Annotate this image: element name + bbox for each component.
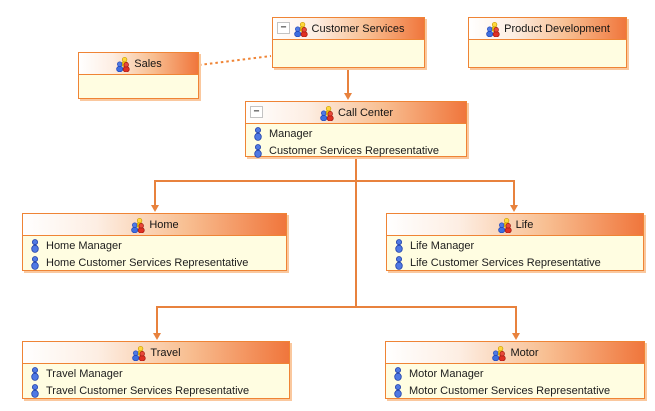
node-title: Call Center [337,106,394,119]
role-label: Customer Services Representative [269,144,439,157]
role-label: Motor Manager [409,367,484,380]
node-travel[interactable]: Travel Travel Manager Travel Customer Se… [22,341,290,399]
node-title: Motor [510,346,539,359]
group-icon [293,21,309,37]
role-label: Home Customer Services Representative [46,256,249,269]
role-item[interactable]: Motor Customer Services Representative [386,382,644,399]
role-label: Travel Manager [46,367,123,380]
node-title: Sales [134,57,162,70]
role-label: Home Manager [46,239,122,252]
person-icon [253,143,263,158]
node-header[interactable]: − Call Center [246,102,466,124]
group-icon [497,217,513,233]
person-icon [30,383,40,398]
person-icon [393,366,403,381]
node-customer-services[interactable]: − Customer Services [272,17,425,68]
role-item[interactable]: Travel Customer Services Representative [23,382,289,399]
node-title: Customer Services [311,22,405,35]
edge-sales-customer-services [198,55,272,66]
node-header[interactable]: Travel [23,342,289,364]
node-sales[interactable]: Sales [78,52,199,99]
node-call-center[interactable]: − Call Center Manager Customer Services … [245,101,467,159]
person-icon [394,255,404,270]
group-icon [319,105,335,121]
node-product-development[interactable]: Product Development [468,17,627,68]
role-item[interactable]: Customer Services Representative [246,142,466,159]
group-icon [131,345,147,361]
collapse-button[interactable]: − [277,22,290,34]
node-life[interactable]: Life Life Manager Life Customer Services… [386,213,644,271]
role-item[interactable]: Life Manager [387,237,643,254]
group-icon [130,217,146,233]
person-icon [30,366,40,381]
collapse-button[interactable]: − [250,106,263,118]
group-icon [115,56,131,72]
node-header[interactable]: Life [387,214,643,236]
person-icon [394,238,404,253]
role-label: Life Customer Services Representative [410,256,601,269]
group-icon [491,345,507,361]
role-item[interactable]: Manager [246,125,466,142]
role-label: Life Manager [410,239,475,252]
node-title: Life [515,218,534,231]
node-title: Travel [150,346,181,359]
node-title: Product Development [504,22,610,35]
role-item[interactable]: Travel Manager [23,365,289,382]
person-icon [253,126,263,141]
role-item[interactable]: Home Manager [23,237,286,254]
node-header[interactable]: Motor [386,342,644,364]
node-header[interactable]: − Customer Services [273,18,424,40]
node-header[interactable]: Sales [79,53,198,75]
role-label: Motor Customer Services Representative [409,384,611,397]
role-label: Travel Customer Services Representative [46,384,250,397]
node-title: Home [149,218,179,231]
role-item[interactable]: Home Customer Services Representative [23,254,286,271]
person-icon [30,255,40,270]
group-icon [485,21,501,37]
person-icon [30,238,40,253]
role-item[interactable]: Motor Manager [386,365,644,382]
node-motor[interactable]: Motor Motor Manager Motor Customer Servi… [385,341,645,399]
person-icon [393,383,403,398]
role-label: Manager [269,127,313,140]
node-header[interactable]: Home [23,214,286,236]
node-home[interactable]: Home Home Manager Home Customer Services… [22,213,287,271]
node-header[interactable]: Product Development [469,18,626,40]
role-item[interactable]: Life Customer Services Representative [387,254,643,271]
